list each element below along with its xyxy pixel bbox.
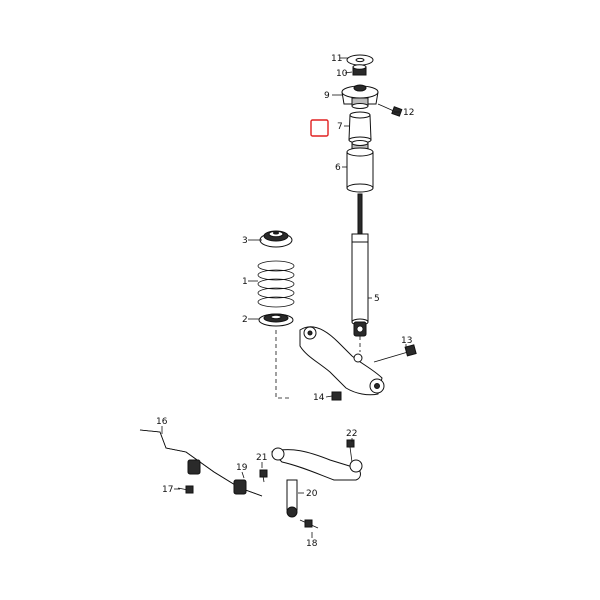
callout-3: 3	[242, 236, 248, 246]
lower-control-arm	[299, 326, 385, 396]
callout-7: 7	[337, 122, 343, 132]
callout-14: 14	[313, 393, 325, 403]
shock-absorber-part-5	[351, 193, 369, 337]
washer-part-11	[346, 54, 374, 66]
callout-19: 19	[236, 463, 248, 473]
nut-part-14	[331, 391, 342, 401]
bolt-part-13	[373, 344, 417, 363]
leader-lines	[161, 57, 407, 538]
bolt-part-21	[259, 469, 268, 483]
callout-5: 5	[374, 294, 380, 304]
coil-spring-part-1	[257, 260, 295, 308]
callout-10: 10	[336, 69, 348, 79]
nut-part-10	[352, 64, 367, 76]
callout-20: 20	[306, 489, 318, 499]
callout-21: 21	[256, 453, 267, 463]
coupling-rod-part-20	[286, 479, 298, 518]
spring-seat-upper-part-3	[259, 230, 293, 248]
selected-part-marker[interactable]	[310, 119, 329, 137]
bolt-part-12	[377, 103, 403, 117]
stabilizer-bushing-part-19	[187, 459, 247, 495]
callout-22: 22	[346, 429, 357, 439]
assembly-guide-line	[275, 330, 292, 399]
bolt-part-17	[177, 485, 194, 494]
spring-seat-lower-part-2	[258, 313, 294, 327]
strut-mount-part-9	[341, 84, 379, 109]
bump-stop-part-7	[348, 111, 372, 144]
callout-12: 12	[403, 108, 414, 118]
bolt-part-18	[299, 519, 319, 529]
transverse-link	[271, 447, 363, 481]
callout-13: 13	[401, 336, 412, 346]
bolt-part-22	[346, 439, 355, 463]
callout-1: 1	[242, 277, 248, 287]
dust-boot-part-6	[346, 140, 374, 193]
callout-6: 6	[335, 163, 341, 173]
callout-2: 2	[242, 315, 248, 325]
callout-9: 9	[324, 91, 330, 101]
callout-18: 18	[306, 539, 318, 549]
callout-16: 16	[156, 417, 168, 427]
callout-17: 17	[162, 485, 173, 495]
callout-11: 11	[331, 54, 342, 64]
